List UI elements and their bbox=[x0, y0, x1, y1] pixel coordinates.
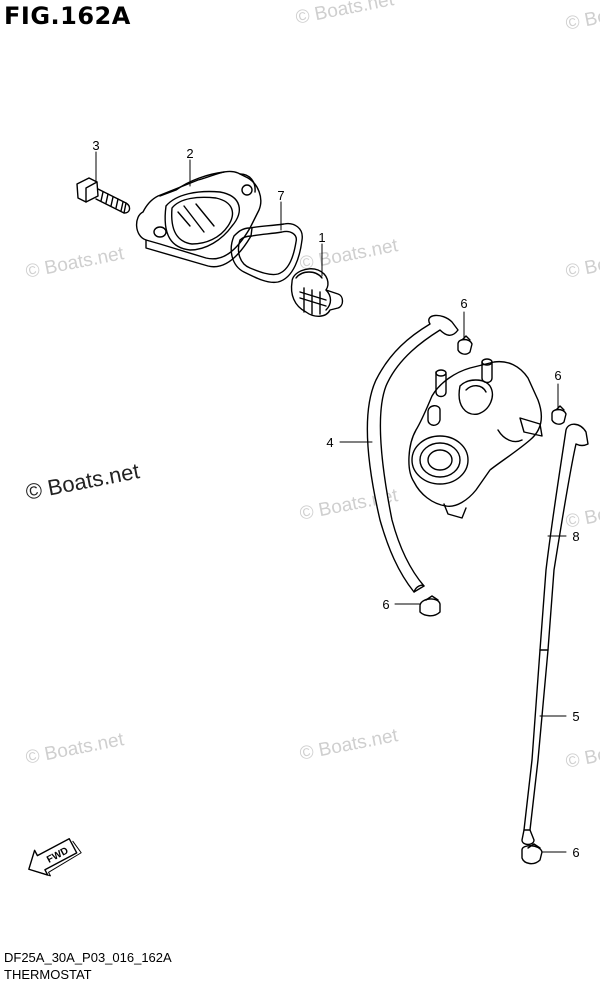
callout-1: 1 bbox=[318, 230, 325, 245]
figure-title: FIG.162A bbox=[4, 2, 131, 30]
callout-6-right: 6 bbox=[554, 368, 561, 383]
part-7-gasket bbox=[230, 222, 303, 284]
drawing-name: THERMOSTAT bbox=[4, 967, 92, 982]
part-2-thermostat-cover bbox=[135, 170, 262, 268]
part-4-hose bbox=[366, 314, 459, 593]
drawing-code: DF25A_30A_P03_016_162A bbox=[4, 950, 172, 965]
part-6-clip-lower bbox=[419, 595, 441, 617]
callout-4: 4 bbox=[326, 435, 333, 450]
part-6-clip-right bbox=[551, 405, 567, 425]
callout-3: 3 bbox=[92, 138, 99, 153]
callout-8: 8 bbox=[572, 529, 579, 544]
callout-6-bottom: 6 bbox=[572, 845, 579, 860]
callout-2: 2 bbox=[186, 146, 193, 161]
part-1-thermostat bbox=[290, 268, 344, 317]
fwd-arrow: FWD bbox=[28, 838, 82, 877]
part-8-part-5-hose bbox=[521, 423, 589, 846]
callout-6-lower: 6 bbox=[382, 597, 389, 612]
leader-lines bbox=[95, 151, 567, 853]
thermostat-housing bbox=[408, 358, 543, 519]
part-6-clip-top bbox=[457, 335, 473, 355]
part-6-clip-bottom bbox=[521, 843, 543, 865]
callout-labels: 3 2 7 1 6 4 6 8 6 5 6 bbox=[92, 138, 579, 860]
part-3-bolt bbox=[76, 177, 131, 214]
callout-6-top: 6 bbox=[460, 296, 467, 311]
callout-7: 7 bbox=[277, 188, 284, 203]
callout-5: 5 bbox=[572, 709, 579, 724]
